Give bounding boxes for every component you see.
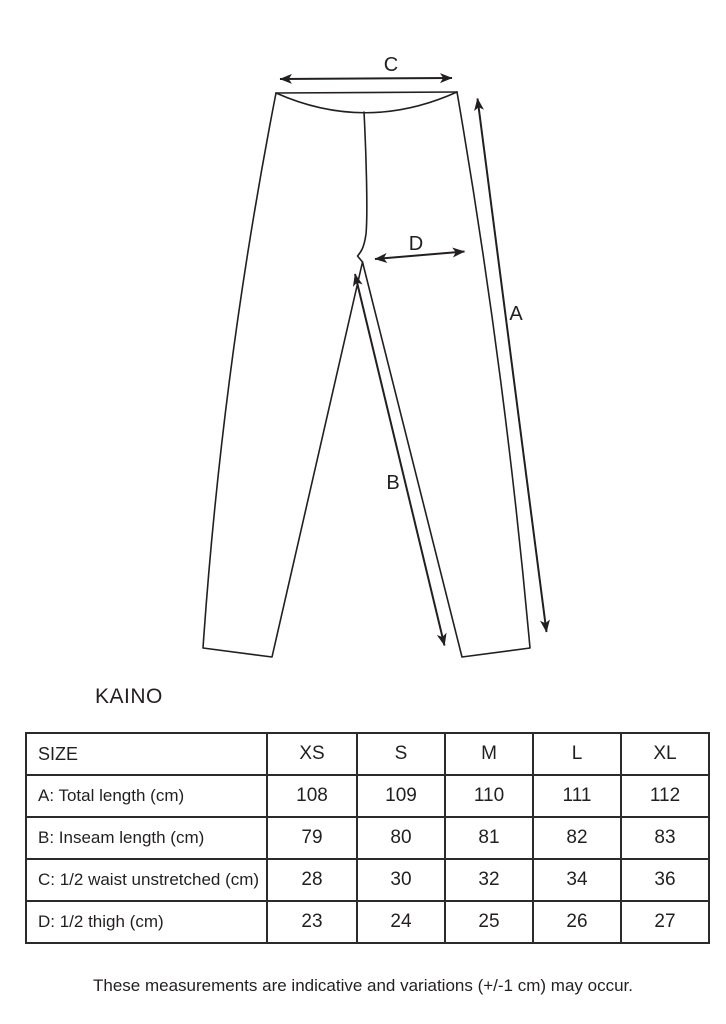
measurement-label: A: Total length (cm) bbox=[25, 774, 268, 818]
measurement-value: 36 bbox=[620, 858, 710, 902]
size-column-header-s: S bbox=[356, 732, 446, 776]
measurement-value: 28 bbox=[266, 858, 358, 902]
measurement-value: 27 bbox=[620, 900, 710, 944]
size-column-header-l: L bbox=[532, 732, 622, 776]
measurement-value: 24 bbox=[356, 900, 446, 944]
measurement-value: 110 bbox=[444, 774, 534, 818]
dimension-arrows bbox=[279, 73, 550, 646]
product-title: KAINO bbox=[95, 685, 163, 708]
size-column-header-xl: XL bbox=[620, 732, 710, 776]
dimension-arrow-d bbox=[374, 247, 465, 263]
measurement-value: 30 bbox=[356, 858, 446, 902]
measurement-value: 82 bbox=[532, 816, 622, 860]
table-row-total-length: A: Total length (cm) 108 109 110 111 112 bbox=[25, 774, 710, 818]
dimension-label-c: C bbox=[384, 54, 398, 76]
measurement-value: 108 bbox=[266, 774, 358, 818]
measurement-value: 25 bbox=[444, 900, 534, 944]
measurement-value: 112 bbox=[620, 774, 710, 818]
dimension-label-b: B bbox=[386, 472, 399, 494]
dimension-arrow-b bbox=[352, 273, 447, 646]
pants-measurement-diagram: C D A B bbox=[202, 54, 550, 658]
table-row-half-thigh: D: 1/2 thigh (cm) 23 24 25 26 27 bbox=[25, 900, 710, 944]
measurement-value: 34 bbox=[532, 858, 622, 902]
pants-outline bbox=[202, 91, 531, 658]
dimension-label-d: D bbox=[409, 233, 423, 255]
measurement-value: 83 bbox=[620, 816, 710, 860]
table-row-inseam-length: B: Inseam length (cm) 79 80 81 82 83 bbox=[25, 816, 710, 860]
dimension-label-a: A bbox=[509, 303, 523, 325]
size-table-header-row: SIZE XS S M L XL bbox=[25, 732, 710, 776]
center-front-seam bbox=[356, 111, 368, 263]
measurement-disclaimer: These measurements are indicative and va… bbox=[93, 976, 633, 995]
waistband-curve bbox=[275, 91, 458, 114]
measurement-label: B: Inseam length (cm) bbox=[25, 816, 268, 860]
measurement-value: 80 bbox=[356, 816, 446, 860]
size-table: SIZE XS S M L XL A: Total length (cm) 10… bbox=[25, 732, 710, 944]
table-row-half-waist: C: 1/2 waist unstretched (cm) 28 30 32 3… bbox=[25, 858, 710, 902]
measurement-value: 23 bbox=[266, 900, 358, 944]
left-leg-outline bbox=[202, 92, 364, 658]
size-table-header-size: SIZE bbox=[25, 732, 268, 776]
size-column-header-xs: XS bbox=[266, 732, 358, 776]
measurement-label: D: 1/2 thigh (cm) bbox=[25, 900, 268, 944]
size-column-header-m: M bbox=[444, 732, 534, 776]
measurement-value: 79 bbox=[266, 816, 358, 860]
measurement-value: 111 bbox=[532, 774, 622, 818]
dimension-arrow-a bbox=[474, 98, 550, 633]
measurement-value: 26 bbox=[532, 900, 622, 944]
measurement-label: C: 1/2 waist unstretched (cm) bbox=[25, 858, 268, 902]
right-leg-outline bbox=[361, 91, 531, 658]
measurement-value: 32 bbox=[444, 858, 534, 902]
measurement-value: 109 bbox=[356, 774, 446, 818]
dimension-arrow-c bbox=[279, 73, 453, 84]
measurement-value: 81 bbox=[444, 816, 534, 860]
waist-top-edge bbox=[275, 91, 458, 94]
